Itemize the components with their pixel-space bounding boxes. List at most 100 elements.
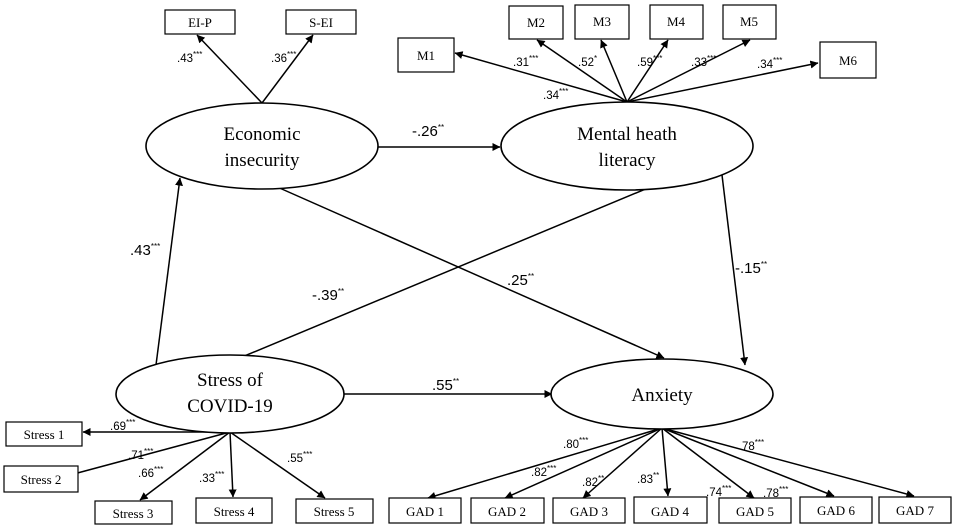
loading-m5: .33*** [691, 54, 716, 69]
loading-g5: .74*** [706, 484, 731, 499]
indicator-box-g7 [878, 496, 952, 524]
indicator-label-s3: Stress 3 [113, 506, 154, 521]
indicator-label-g7: GAD 7 [896, 503, 934, 518]
indicator-box-g1 [388, 497, 462, 524]
loading-g2: .82*** [531, 464, 556, 479]
loading-g4: .83** [637, 471, 659, 486]
loading-s3: .66*** [138, 465, 163, 480]
loading-s2: .71*** [128, 447, 153, 462]
indicator-label-m5: M5 [740, 14, 758, 29]
indicator-box-m6 [819, 41, 877, 79]
arrow-stress-s4 [228, 431, 237, 498]
indicator-label-g2: GAD 2 [488, 504, 526, 519]
latent-econ-line2: insecurity [225, 150, 300, 171]
arrow-anx-g2 [504, 427, 663, 499]
arrow-mhl-m4 [626, 39, 669, 103]
indicator-label-m6: M6 [839, 53, 858, 68]
indicator-box-sei [285, 9, 357, 35]
indicator-box-m4 [649, 4, 704, 40]
indicator-box-m3 [574, 4, 630, 40]
coef-stress-econ: .43*** [130, 242, 160, 259]
path-stress-to-mhl [229, 177, 673, 363]
arrow-anx-g1 [427, 427, 663, 500]
arrow-econ-eip [196, 34, 263, 104]
indicator-label-s4: Stress 4 [214, 504, 255, 519]
indicator-label-g1: GAD 1 [406, 504, 444, 519]
loading-m6: .34*** [757, 56, 782, 71]
arrow-econ-sei [261, 34, 314, 104]
latent-anxiety [550, 358, 774, 430]
indicator-label-g5: GAD 5 [736, 504, 774, 519]
arrow-anx-g5 [661, 427, 755, 499]
loading-m4: .59*** [637, 54, 662, 69]
indicator-box-g5 [718, 497, 792, 524]
arrow-mhl-m6 [626, 60, 819, 103]
loading-g7: 78*** [742, 438, 764, 453]
indicator-box-s4 [195, 497, 273, 524]
loading-sei: .36*** [271, 50, 296, 65]
arrow-anx-g7 [661, 427, 915, 498]
coef-stress-mhl: -.39** [312, 287, 344, 304]
arrow-mhl-m2 [536, 39, 628, 103]
indicator-box-g2 [470, 497, 545, 524]
arrow-mhl-m1 [454, 51, 628, 103]
loading-g3: .82** [582, 474, 604, 489]
arrow-anx-g3 [582, 427, 663, 499]
loading-s4: .33*** [199, 470, 224, 485]
latent-econ [145, 102, 379, 190]
indicator-label-s2: Stress 2 [21, 472, 62, 487]
indicator-box-m2 [508, 5, 564, 40]
indicator-box-s5 [295, 498, 374, 524]
arrow-stress-s2 [69, 431, 231, 477]
indicator-label-m1: M1 [417, 48, 435, 63]
latent-anxiety-line1: Anxiety [631, 385, 693, 406]
path-econ-to-anx [274, 185, 665, 359]
indicator-box-eip [164, 9, 236, 35]
coef-mhl-anx: -.15** [735, 260, 767, 277]
latent-stress [115, 354, 345, 434]
indicator-label-m2: M2 [527, 15, 545, 30]
coef-econ-anx: .25** [507, 272, 534, 289]
arrow-mhl-m5 [626, 39, 751, 103]
indicator-box-s3 [94, 500, 173, 525]
loading-m1: .34*** [543, 87, 568, 102]
coef-econ-mhl: -.26** [412, 123, 444, 140]
indicator-label-m3: M3 [593, 14, 611, 29]
indicator-box-g3 [552, 497, 626, 524]
indicator-box-m5 [722, 4, 777, 40]
path-stress-to-econ [155, 177, 183, 366]
indicator-label-m4: M4 [667, 14, 686, 29]
latent-mhl-line2: literacy [599, 150, 656, 171]
latent-mhl-line1: Mental heath [577, 124, 677, 145]
arrow-stress-s3 [139, 431, 231, 501]
loading-m3: .52* [578, 54, 597, 69]
loading-g1: .80*** [563, 436, 588, 451]
path-mhl-to-anx [721, 174, 749, 366]
arrow-mhl-m3 [600, 39, 628, 103]
indicator-box-g6 [799, 496, 873, 524]
loading-eip: .43*** [177, 50, 202, 65]
loading-s1: .69*** [110, 418, 135, 433]
indicator-box-s1 [5, 421, 83, 447]
indicator-box-g4 [633, 496, 708, 524]
latent-stress-line1: Stress of [197, 370, 264, 391]
arrow-anx-g6 [661, 427, 835, 497]
indicator-box-s2 [3, 465, 79, 493]
loading-g6: .78*** [763, 485, 788, 500]
indicator-label-eip: EI-P [188, 15, 212, 30]
indicator-label-s5: Stress 5 [314, 504, 355, 519]
latent-mhl [500, 101, 754, 191]
indicator-label-s1: Stress 1 [24, 427, 65, 442]
loading-m2: .31*** [513, 54, 538, 69]
indicator-label-g6: GAD 6 [817, 503, 855, 518]
loading-s5: .55*** [287, 450, 312, 465]
indicator-box-m1 [397, 37, 455, 73]
latent-stress-line2: COVID-19 [187, 396, 273, 417]
indicator-label-g3: GAD 3 [570, 504, 608, 519]
arrow-stress-s5 [229, 431, 326, 499]
arrow-anx-g4 [661, 427, 672, 497]
indicator-label-g4: GAD 4 [651, 504, 689, 519]
coef-stress-anx: .55** [432, 377, 459, 394]
indicator-label-sei: S-EI [309, 15, 333, 30]
